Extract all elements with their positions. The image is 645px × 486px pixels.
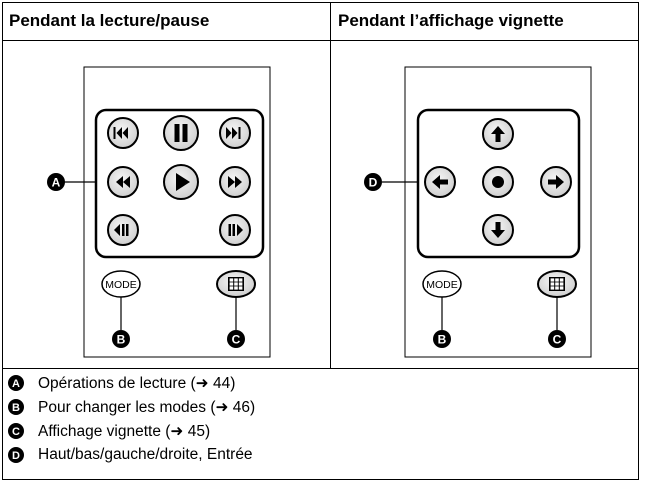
- thumbnail-grid-icon: [549, 277, 565, 291]
- svg-text:B: B: [12, 402, 20, 414]
- rewind-icon: [116, 176, 130, 188]
- down-button[interactable]: [482, 214, 514, 246]
- slow-forward-icon: [228, 224, 243, 236]
- svg-text:A: A: [12, 378, 20, 390]
- play-icon: [176, 173, 190, 191]
- callout-a: A: [47, 173, 65, 191]
- mode-button-label: MODE: [105, 279, 137, 291]
- pause-button[interactable]: [163, 115, 199, 151]
- arrow-up-icon: [491, 126, 505, 142]
- svg-text:C: C: [12, 426, 20, 438]
- skip-previous-icon: [113, 127, 128, 139]
- slow-reverse-icon: [114, 224, 129, 236]
- skip-previous-button[interactable]: [107, 117, 139, 149]
- svg-text:B: B: [117, 333, 126, 347]
- callout-b-right: B: [433, 330, 451, 348]
- up-button[interactable]: [482, 118, 514, 150]
- skip-next-icon: [226, 127, 241, 139]
- left-button[interactable]: [424, 166, 456, 198]
- arrow-right-icon: [548, 175, 564, 189]
- callout-c-bullet: C: [8, 423, 24, 439]
- legend-text-d: Haut/bas/gauche/droite, Entrée: [38, 446, 253, 463]
- svg-text:C: C: [553, 333, 562, 347]
- fast-forward-button[interactable]: [219, 166, 251, 198]
- right-column-header: Pendant l’affichage vignette: [338, 11, 564, 30]
- svg-text:C: C: [232, 333, 241, 347]
- arrow-down-icon: [491, 222, 505, 238]
- callout-a-bullet: A: [8, 375, 24, 391]
- rewind-button[interactable]: [107, 166, 139, 198]
- skip-next-button[interactable]: [219, 117, 251, 149]
- right-button[interactable]: [540, 166, 572, 198]
- callout-d-bullet: D: [8, 447, 24, 463]
- pause-icon: [174, 124, 188, 142]
- callout-b-left: B: [112, 330, 130, 348]
- svg-text:B: B: [438, 333, 447, 347]
- arrow-left-icon: [432, 175, 448, 189]
- svg-text:A: A: [52, 176, 61, 190]
- svg-text:D: D: [369, 176, 378, 190]
- thumbnail-button[interactable]: [216, 270, 256, 298]
- legend-text-b: Pour changer les modes (➜ 46): [38, 399, 256, 416]
- column-divider: [330, 2, 331, 369]
- header-divider: [2, 40, 639, 41]
- mode-button-label-right: MODE: [426, 279, 458, 291]
- right-remote: MODE D B: [364, 66, 592, 358]
- callout-d: D: [364, 173, 382, 191]
- figure-frame: [2, 2, 639, 480]
- thumbnail-grid-icon: [228, 277, 244, 291]
- svg-text:D: D: [12, 450, 20, 462]
- callout-c-left: C: [227, 330, 245, 348]
- enter-button[interactable]: [482, 166, 514, 198]
- left-column-header: Pendant la lecture/pause: [9, 11, 210, 30]
- left-remote: MODE A B: [47, 66, 271, 358]
- callout-c-right: C: [548, 330, 566, 348]
- slow-forward-button[interactable]: [219, 214, 251, 246]
- legend-text-c: Affichage vignette (➜ 45): [38, 423, 211, 440]
- slow-reverse-button[interactable]: [107, 214, 139, 246]
- thumbnail-button-right[interactable]: [537, 270, 577, 298]
- legend-divider: [2, 368, 639, 369]
- mode-button[interactable]: MODE: [101, 270, 141, 298]
- legend-text-a: Opérations de lecture (➜ 44): [38, 375, 236, 392]
- play-button[interactable]: [163, 164, 199, 200]
- fast-forward-icon: [228, 176, 242, 188]
- callout-b-bullet: B: [8, 399, 24, 415]
- mode-button-right[interactable]: MODE: [422, 270, 462, 298]
- enter-dot-icon: [492, 176, 504, 188]
